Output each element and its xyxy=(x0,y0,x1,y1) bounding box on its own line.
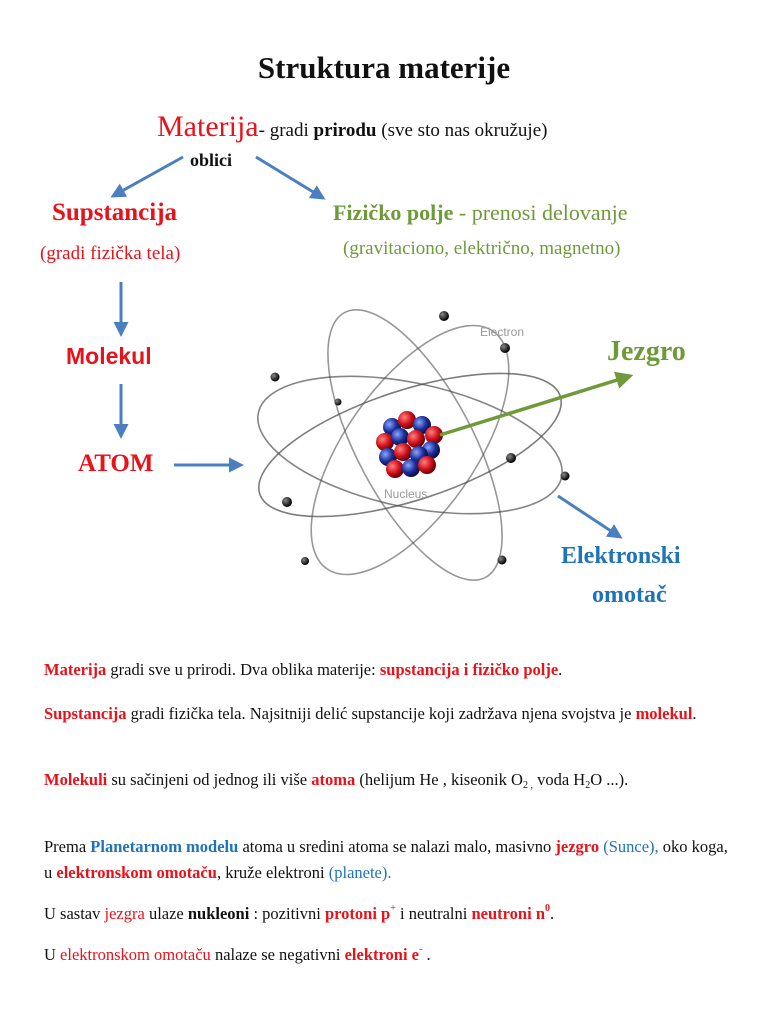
p5-pozitivni: : pozitivni xyxy=(249,904,325,923)
prirodu-word: prirodu xyxy=(313,120,377,141)
p5-neutroni: neutroni xyxy=(471,904,532,923)
electron-label: Electron xyxy=(480,325,524,339)
paragraph-1: Materija gradi sve u prirodi. Dva oblika… xyxy=(44,657,734,683)
p3-text: su sačinjeni od jednog ili više xyxy=(107,770,312,789)
materija-heading: Materija xyxy=(157,110,259,143)
p6-omotac: elektronskom omotaču xyxy=(60,945,211,964)
p4-text: atoma u sredini atoma se nalazi malo, ma… xyxy=(238,837,556,856)
p5-n-symbol: n xyxy=(531,904,546,923)
electron-dot xyxy=(301,557,309,565)
supstancija-heading: Supstancija xyxy=(52,199,178,226)
p4-oko: oko koga, u xyxy=(44,837,728,882)
p4-model: Planetarnom modelu xyxy=(90,837,239,856)
p5-nukleoni: nukleoni xyxy=(187,904,250,923)
p5-end: . xyxy=(550,904,555,923)
p4-kruze: , kruže elektroni xyxy=(216,863,329,882)
paragraph-5: U sastav jezgra ulaze nukleoni : pozitiv… xyxy=(44,901,734,927)
p1-forms: supstancija i fizičko polje xyxy=(379,660,559,679)
p5-ulaze: ulaze xyxy=(144,904,188,923)
page-title: Struktura materije xyxy=(257,50,511,85)
p5-zero: 0 xyxy=(545,903,551,914)
p3-end: O ...). xyxy=(590,770,629,789)
materija-dash: - gradi xyxy=(258,120,314,141)
p4-prema: Prema xyxy=(44,837,91,856)
arrow-to-omotac xyxy=(557,494,623,539)
p1-text: gradi sve u prirodi. Dva oblika materije… xyxy=(106,660,380,679)
oblici-label: oblici xyxy=(190,150,233,170)
atom-label: ATOM xyxy=(78,450,154,477)
structure-diagram: Electron Nucleus xyxy=(110,155,634,582)
arrow-to-polje xyxy=(255,155,326,200)
p5-neutralni: i neutralni xyxy=(395,904,472,923)
molekul-label: Molekul xyxy=(66,343,152,369)
jezgro-label: Jezgro xyxy=(607,336,686,367)
polje-line: Fizičko polje - prenosi delovanje xyxy=(333,200,627,226)
p6-u: U xyxy=(44,945,61,964)
p2-end: . xyxy=(692,704,697,723)
p6-minus: - xyxy=(419,944,423,955)
polje-rest: - prenosi delovanje xyxy=(453,200,628,225)
p4-omotac: elektronskom omotaču xyxy=(56,863,217,882)
electron-dot xyxy=(282,497,292,507)
p1-end: . xyxy=(558,660,563,679)
p6-elektroni: elektroni xyxy=(344,945,408,964)
p6-text: nalaze se negativni xyxy=(210,945,345,964)
p2-supstancija: Supstancija xyxy=(44,704,127,723)
p5-p-symbol: p xyxy=(376,904,391,923)
arrow-to-jezgro xyxy=(439,371,634,437)
p4-planete: (planete). xyxy=(328,863,392,882)
p6-end: . xyxy=(422,945,431,964)
p5-usastav: U sastav xyxy=(44,904,105,923)
electron-dot xyxy=(497,555,507,565)
p3-molekuli: Molekuli xyxy=(44,770,108,789)
p4-sunce: (Sunce), xyxy=(599,837,659,856)
p3-sub-h2: 2 xyxy=(585,780,591,791)
electrons xyxy=(270,311,570,565)
paragraph-3: Molekuli su sačinjeni od jednog ili više… xyxy=(44,767,724,793)
p5-jezgra: jezgra xyxy=(104,904,145,923)
omotac-line1: Elektronski xyxy=(561,543,681,569)
electron-dot xyxy=(500,343,510,353)
materija-rest: (sve sto nas okružuje) xyxy=(376,120,548,141)
p2-molekul: molekul xyxy=(635,704,693,723)
p3-examples: (helijum He , kiseonik O xyxy=(355,770,523,789)
omotac-line2: omotač xyxy=(592,582,667,608)
nucleus xyxy=(376,411,443,478)
p3-sub-o2: 2 , xyxy=(522,780,533,791)
paragraph-4: Prema Planetarnom modelu atoma u sredini… xyxy=(44,834,734,886)
paragraph-6: U elektronskom omotaču nalaze se negativ… xyxy=(44,942,734,968)
electron-dot xyxy=(270,372,280,382)
p3-voda: voda H xyxy=(532,770,586,789)
electron-dot xyxy=(506,453,516,463)
electron-dot xyxy=(439,311,449,321)
p2-text: gradi fizička tela. Najsitniji delić sup… xyxy=(126,704,636,723)
electron-dot xyxy=(334,398,342,406)
paragraph-2: Supstancija gradi fizička tela. Najsitni… xyxy=(44,701,714,727)
p6-e-symbol: e xyxy=(407,945,419,964)
supstancija-sub: (gradi fizička tela) xyxy=(40,243,181,264)
polje-sub: (gravitaciono, električno, magnetno) xyxy=(343,238,621,259)
p4-jezgro: jezgro xyxy=(555,837,600,856)
p5-plus: + xyxy=(390,903,396,914)
p5-protoni: protoni xyxy=(324,904,377,923)
p1-materija: Materija xyxy=(44,660,107,679)
polje-heading: Fizičko polje xyxy=(333,200,454,225)
arrow-to-supstancija xyxy=(110,155,184,198)
p3-atoma: atoma xyxy=(311,770,356,789)
electron-dot xyxy=(560,471,570,481)
nucleus-label: Nucleus xyxy=(384,487,427,501)
materija-line: Materija- gradi prirodu (sve sto nas okr… xyxy=(157,110,547,144)
